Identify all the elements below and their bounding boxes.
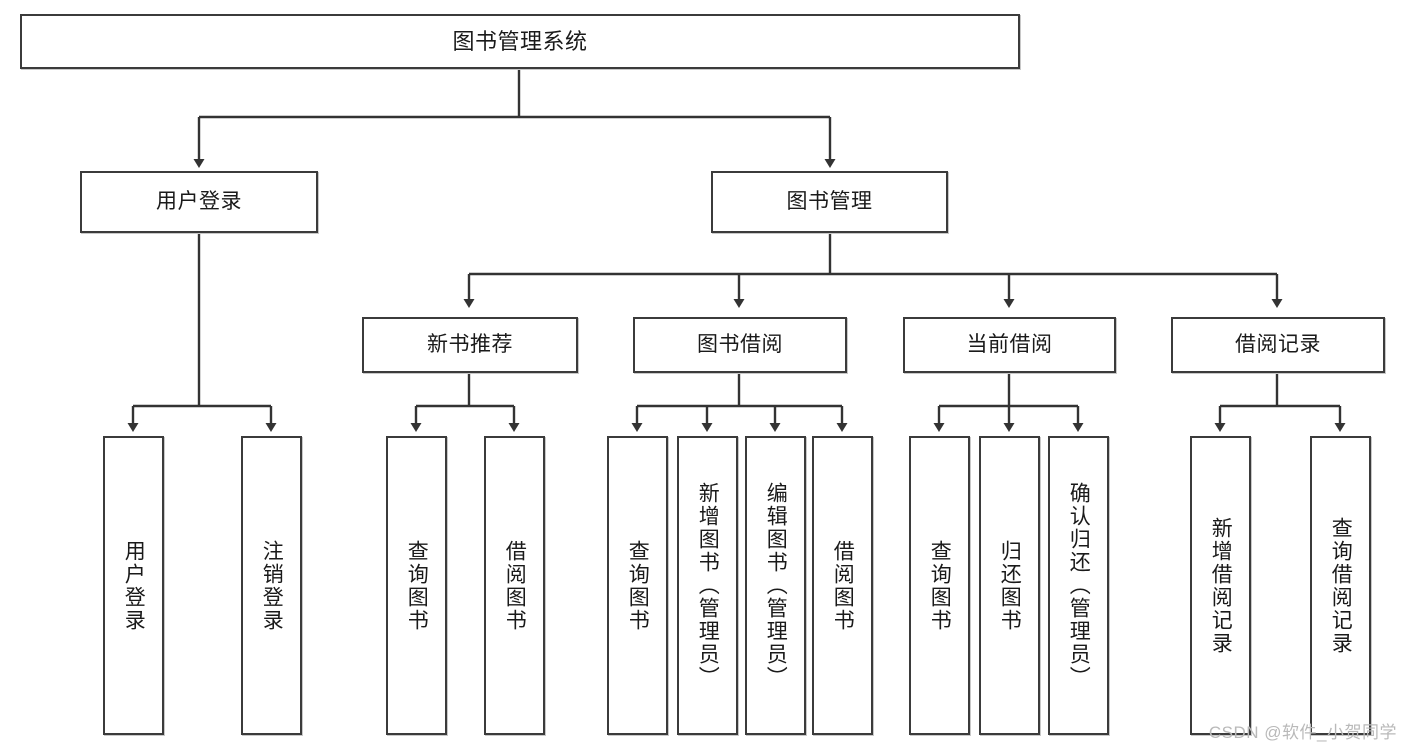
node-new-book-recommendation[interactable]: 新书推荐 (362, 317, 578, 373)
leaf-user-login[interactable]: 用户登录 (103, 436, 164, 735)
node-label: 注销登录 (260, 539, 284, 632)
node-label: 查询图书 (928, 539, 952, 632)
leaf-query-books-current[interactable]: 查询图书 (909, 436, 970, 735)
node-label: 归还图书 (998, 539, 1022, 632)
node-label: 借阅图书 (831, 539, 855, 632)
leaf-confirm-return-admin[interactable]: 确认归还（管理员） (1048, 436, 1109, 735)
leaf-borrow-books-new[interactable]: 借阅图书 (484, 436, 545, 735)
node-label: 用户登录 (122, 539, 146, 632)
leaf-return-books[interactable]: 归还图书 (979, 436, 1040, 735)
node-root-book-management-system[interactable]: 图书管理系统 (20, 14, 1020, 69)
leaf-borrow-books[interactable]: 借阅图书 (812, 436, 873, 735)
leaf-add-book-admin[interactable]: 新增图书（管理员） (677, 436, 738, 735)
node-label: 查询图书 (626, 539, 650, 632)
node-label: 编辑图书（管理员） (764, 482, 788, 689)
leaf-query-books-new[interactable]: 查询图书 (386, 436, 447, 735)
node-borrow-records[interactable]: 借阅记录 (1171, 317, 1385, 373)
node-label: 借阅图书 (503, 539, 527, 632)
node-label: 用户登录 (156, 189, 242, 213)
leaf-add-borrow-record[interactable]: 新增借阅记录 (1190, 436, 1251, 735)
leaf-query-books-borrow[interactable]: 查询图书 (607, 436, 668, 735)
leaf-query-borrow-record[interactable]: 查询借阅记录 (1310, 436, 1371, 735)
node-label: 确认归还（管理员） (1067, 482, 1091, 689)
node-label: 查询图书 (405, 539, 429, 632)
node-label: 图书管理系统 (452, 28, 588, 54)
node-book-management[interactable]: 图书管理 (711, 171, 948, 233)
csdn-watermark: CSDN @软件_小贺同学 (1208, 723, 1397, 742)
node-label: 借阅记录 (1235, 332, 1321, 356)
node-label: 新增借阅记录 (1209, 516, 1233, 655)
node-label: 新书推荐 (427, 332, 513, 356)
node-user-login[interactable]: 用户登录 (80, 171, 318, 233)
node-label: 当前借阅 (966, 332, 1053, 356)
node-label: 查询借阅记录 (1329, 516, 1353, 655)
leaf-edit-book-admin[interactable]: 编辑图书（管理员） (745, 436, 806, 735)
node-label: 新增图书（管理员） (696, 482, 720, 689)
node-label: 图书借阅 (697, 332, 783, 356)
node-book-borrow[interactable]: 图书借阅 (633, 317, 847, 373)
node-current-borrow[interactable]: 当前借阅 (903, 317, 1116, 373)
node-label: 图书管理 (786, 189, 873, 213)
leaf-logout[interactable]: 注销登录 (241, 436, 302, 735)
